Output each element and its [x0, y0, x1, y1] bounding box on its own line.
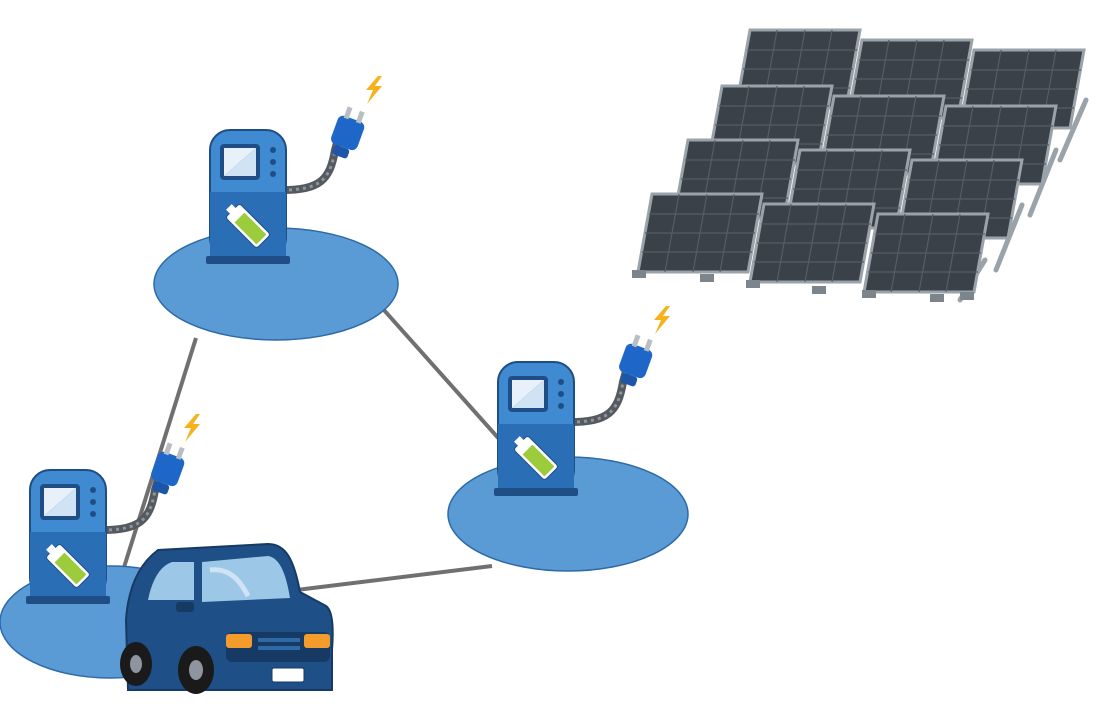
link-left-right: [279, 564, 493, 594]
car-icon: [120, 542, 334, 694]
link-top-right: [373, 298, 502, 442]
lightning-bolt-icon: [366, 76, 382, 104]
solar-panel-array-icon: [632, 28, 1089, 303]
lightning-bolt-icon: [654, 306, 670, 334]
lightning-bolt-icon: [184, 414, 200, 442]
